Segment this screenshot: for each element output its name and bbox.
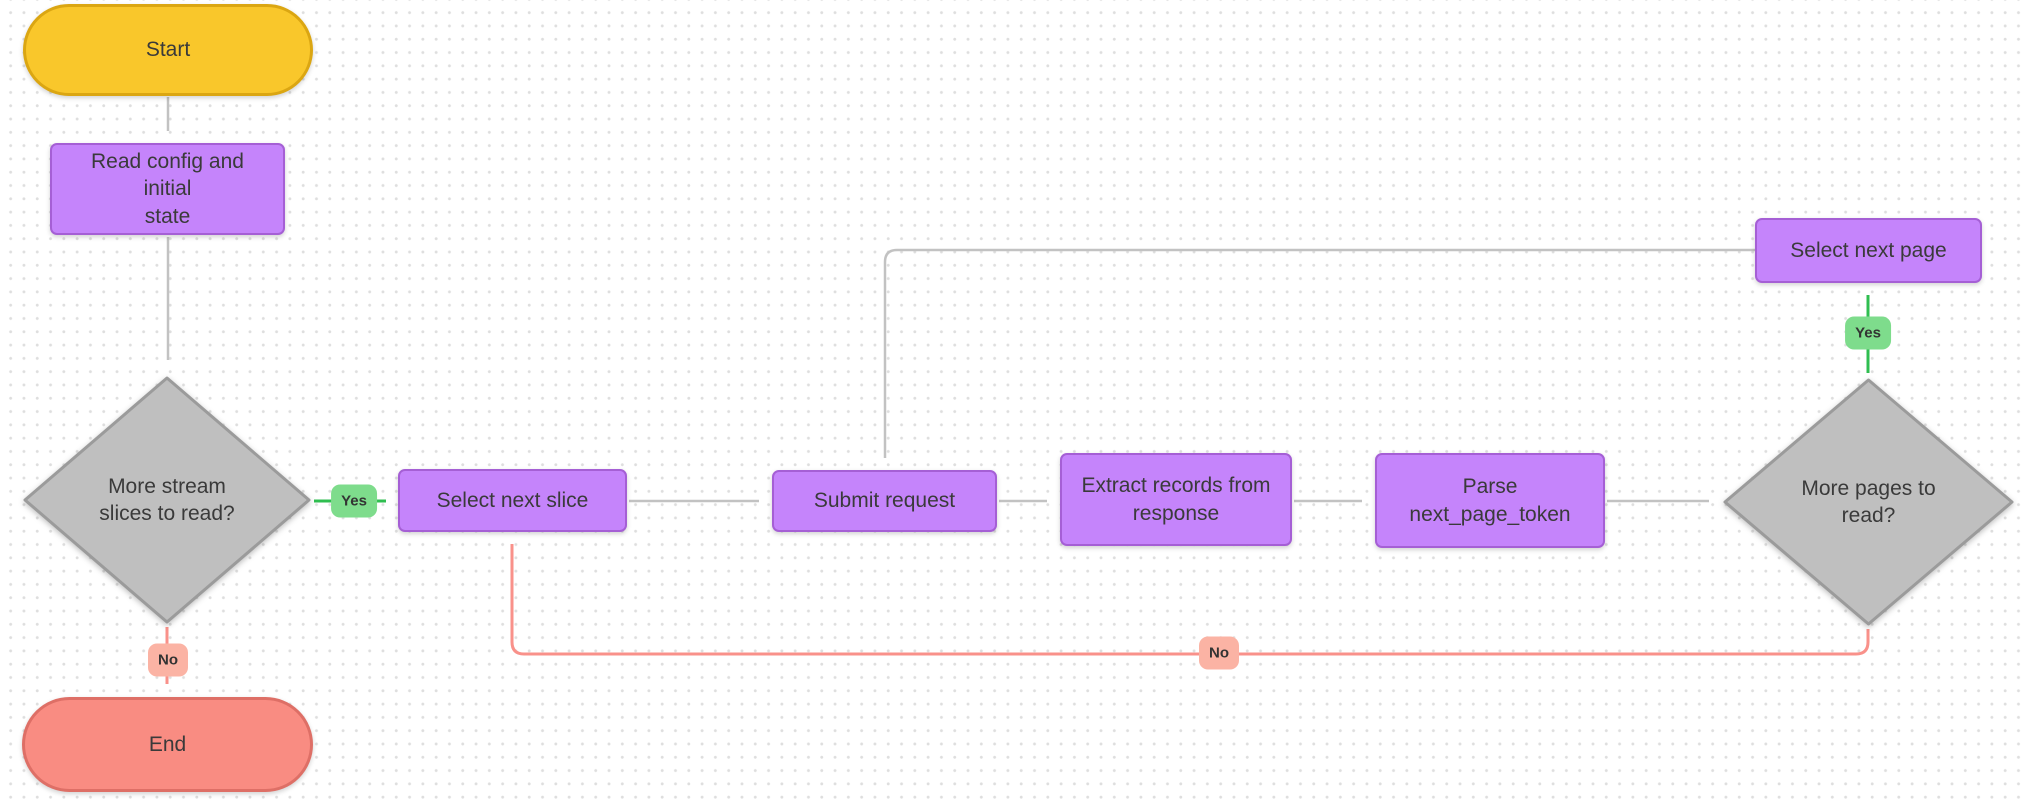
yes-label-text: Yes bbox=[341, 492, 367, 510]
edge-more-pages-no-to-select-next-slice[interactable] bbox=[510, 544, 1870, 656]
node-more-slices-decision[interactable]: More stream slices to read? bbox=[22, 375, 312, 625]
node-start-label: Start bbox=[145, 38, 191, 62]
edge-label-yes-more-slices[interactable]: Yes bbox=[331, 484, 377, 518]
yes-label-text: Yes bbox=[1855, 324, 1881, 342]
node-parse-token[interactable]: Parse next_page_token bbox=[1375, 453, 1605, 548]
edge-label-yes-more-pages[interactable]: Yes bbox=[1845, 316, 1891, 350]
node-select-next-slice-label: Select next slice bbox=[436, 488, 589, 512]
node-more-pages-decision[interactable]: More pages to read? bbox=[1722, 377, 2015, 627]
node-select-next-slice[interactable]: Select next slice bbox=[398, 469, 627, 532]
node-extract-records[interactable]: Extract records from response bbox=[1060, 453, 1292, 546]
node-read-config[interactable]: Read config and initial state bbox=[50, 143, 285, 235]
node-select-next-page-label: Select next page bbox=[1790, 238, 1947, 262]
diamond-shape bbox=[23, 376, 311, 624]
node-select-next-page[interactable]: Select next page bbox=[1755, 218, 1982, 283]
node-submit-request[interactable]: Submit request bbox=[772, 470, 997, 532]
diamond-shape bbox=[1723, 378, 2014, 626]
node-read-config-label: Read config and initial state bbox=[91, 150, 244, 228]
node-start[interactable]: Start bbox=[23, 4, 313, 96]
no-label-text: No bbox=[158, 651, 178, 669]
node-extract-records-label: Extract records from response bbox=[1081, 474, 1271, 525]
node-end-label: End bbox=[148, 732, 187, 756]
edge-label-no-more-pages[interactable]: No bbox=[1199, 636, 1239, 670]
no-label-text: No bbox=[1209, 644, 1229, 662]
node-parse-token-label: Parse next_page_token bbox=[1409, 475, 1571, 526]
node-end[interactable]: End bbox=[22, 697, 313, 792]
edge-label-no-more-slices[interactable]: No bbox=[148, 643, 188, 677]
node-submit-request-label: Submit request bbox=[813, 489, 956, 513]
edge-select-next-page-to-submit-request[interactable] bbox=[883, 248, 1755, 458]
